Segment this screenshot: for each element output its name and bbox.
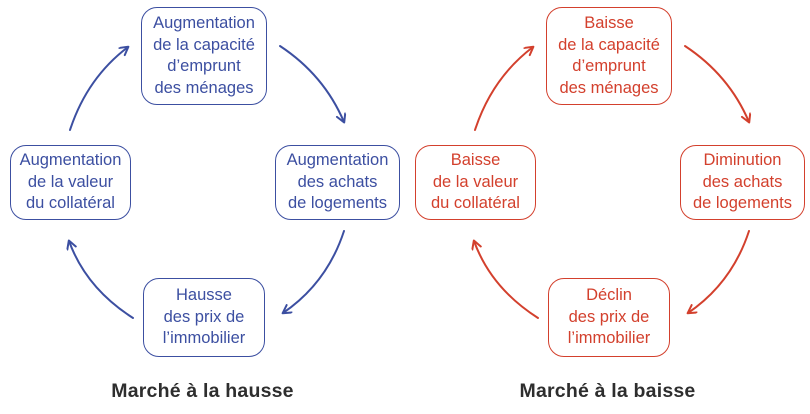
arrow-collateral-to-capacity — [474, 47, 533, 131]
node-housing-prices-up: Hausse des prix de l’immobilier — [143, 278, 265, 357]
diagram-up-market: Augmentation de la capacité d’emprunt de… — [10, 7, 400, 402]
node-collateral-value-down: Baisse de la valeur du collatéral — [415, 145, 536, 220]
arrow-capacity-to-purchases — [279, 45, 344, 122]
node-housing-purchases-down: Diminution des achats de logements — [680, 145, 805, 220]
diagram-down-market: Baisse de la capacité d’emprunt des ména… — [405, 0, 810, 414]
node-collateral-value-up: Augmentation de la valeur du collatéral — [10, 145, 131, 220]
arrow-purchases-to-prices — [283, 230, 345, 313]
caption-up-market: Marché à la hausse — [111, 380, 294, 402]
arrow-purchases-to-prices — [688, 230, 750, 313]
node-borrowing-capacity-down: Baisse de la capacité d’emprunt des ména… — [546, 7, 672, 105]
caption-down-market: Marché à la baisse — [519, 380, 696, 402]
arrow-prices-to-collateral — [69, 241, 134, 319]
node-housing-purchases-up: Augmentation des achats de logements — [275, 145, 400, 220]
node-borrowing-capacity-up: Augmentation de la capacité d’emprunt de… — [141, 7, 267, 105]
arrow-collateral-to-capacity — [69, 47, 128, 131]
arrow-capacity-to-purchases — [684, 45, 749, 122]
arrow-prices-to-collateral — [474, 241, 539, 319]
node-housing-prices-down: Déclin des prix de l’immobilier — [548, 278, 670, 357]
